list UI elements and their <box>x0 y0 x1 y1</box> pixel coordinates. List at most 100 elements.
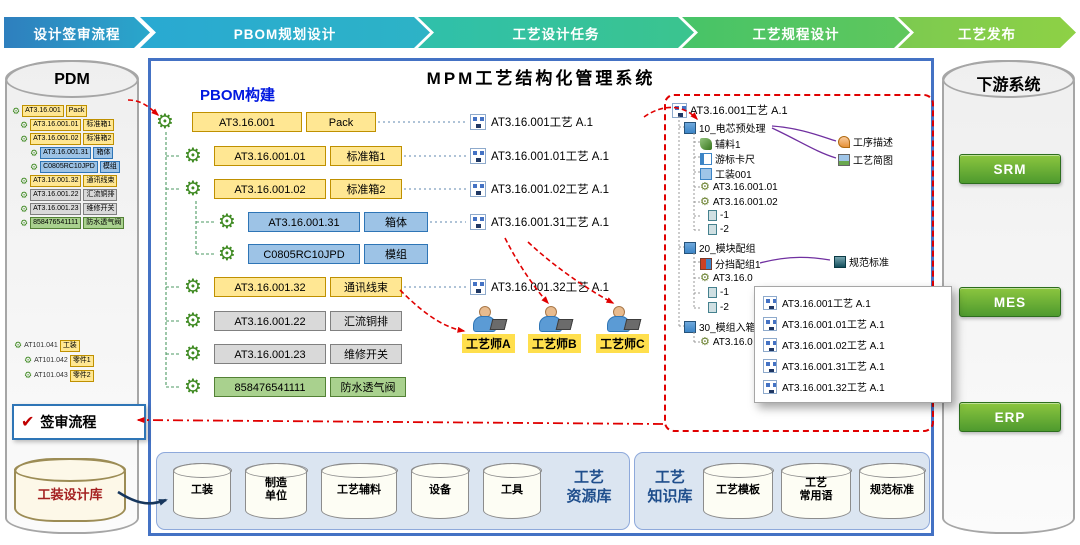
process-card: AT3.16.001.01工艺 A.1 <box>470 146 609 166</box>
bom-code-chip: AT3.16.001.01 <box>214 146 326 166</box>
downstream-cylinder: 下游系统 SRM MES ERP <box>942 60 1075 534</box>
gear-icon: ⚙ <box>20 191 28 200</box>
flow-step-process-design: 工艺规程设计 <box>682 17 910 48</box>
gear-icon: ⚙ <box>20 177 28 186</box>
gear-icon: ⚙ <box>218 244 236 264</box>
popup-item: AT3.16.001.02工艺 A.1 <box>763 334 943 355</box>
route-child-node: ⚙AT3.16.001.01 <box>700 181 778 193</box>
pdm-name-chip: 标准箱1 <box>83 119 114 131</box>
srm-system-button: SRM <box>959 154 1061 184</box>
pdm-tree-row: ⚙AT3.16.001Pack <box>12 104 138 118</box>
flow-step-label: PBOM规划设计 <box>234 23 337 43</box>
approval-check-icon: ✔ <box>21 412 34 432</box>
pdm-code-chip: AT3.16.001.31 <box>40 147 91 159</box>
engineer-icon <box>470 306 506 332</box>
op-sketch-annotation: 工艺简图 <box>838 152 893 167</box>
tooling-name-chip: 零件2 <box>70 370 94 382</box>
knowledge-library-label: 工艺 知识库 <box>643 469 697 507</box>
route-op-label: 10_电芯预处理 <box>699 120 766 135</box>
process-doc-icon <box>672 103 687 118</box>
process-card-label: AT3.16.001.31工艺 A.1 <box>491 214 609 230</box>
bom-name-chip: 通讯线束 <box>330 277 402 297</box>
flow-step-process-release: 工艺发布 <box>898 17 1076 48</box>
pdm-code-chip: AT3.16.001.23 <box>30 203 81 215</box>
tooling-code: AT101.042 <box>34 357 68 364</box>
process-card: AT3.16.001.32工艺 A.1 <box>470 277 609 297</box>
pdm-code-chip: AT3.16.001.02 <box>30 133 81 145</box>
annotation-label: 规范标准 <box>849 254 889 269</box>
operation-icon <box>684 242 696 254</box>
gear-icon: ⚙ <box>184 277 202 297</box>
pdm-tree-row: ⚙858476541111防水透气阀 <box>20 216 138 230</box>
pdm-tree-row: ⚙AT3.16.001.01标准箱1 <box>20 118 138 132</box>
pdm-tree-row: ⚙AT3.16.001.02标准箱2 <box>20 132 138 146</box>
bom-name-chip: 汇流铜排 <box>330 311 402 331</box>
gear-icon: ⚙ <box>24 371 32 380</box>
mes-system-button: MES <box>959 287 1061 317</box>
knowledge-cylinder: 工艺 常用语 <box>781 463 851 519</box>
process-doc-icon <box>470 114 486 130</box>
route-child-node: 辅料1 <box>700 136 741 151</box>
pdm-name-chip: 汇流铜排 <box>83 189 117 201</box>
pdm-name-chip: 箱体 <box>93 147 113 159</box>
process-doc-icon <box>763 380 777 394</box>
route-child-node: -2 <box>708 224 729 235</box>
route-child-node: ⚙AT3.16.001.02 <box>700 196 778 208</box>
bom-code-chip: AT3.16.001.02 <box>214 179 326 199</box>
knowledge-cylinder: 规范标准 <box>859 463 925 519</box>
gear-icon: ⚙ <box>30 163 38 172</box>
bom-code-chip: C0805RC10JPD <box>248 244 360 264</box>
engineer-icon <box>536 306 572 332</box>
route-child-label: -2 <box>720 302 729 313</box>
route-op-node: 20_模块配组 <box>684 240 756 255</box>
operation-icon <box>684 122 696 134</box>
bom-code-chip: AT3.16.001.22 <box>214 311 326 331</box>
bom-name-chip: 防水透气阀 <box>330 377 406 397</box>
caliper-icon <box>700 153 712 165</box>
gear-icon: ⚙ <box>700 336 710 348</box>
pdm-tree-row: ⚙AT3.16.001.32通讯线束 <box>20 174 138 188</box>
pdm-name-chip: 通讯线束 <box>83 175 117 187</box>
flow-step-pbom-plan: PBOM规划设计 <box>140 17 430 48</box>
gear-icon: ⚙ <box>14 341 22 350</box>
bom-name-chip: 维修开关 <box>330 344 402 364</box>
popup-item-label: AT3.16.001.02工艺 A.1 <box>782 337 885 352</box>
pdm-tooling-row: ⚙AT101.042零件1 <box>24 353 136 368</box>
op-description-annotation: 工序描述 <box>838 134 893 149</box>
route-child-label: 游标卡尺 <box>715 151 755 166</box>
pdm-tree-row: ⚙AT3.16.001.23维修开关 <box>20 202 138 216</box>
gear-icon: ⚙ <box>700 181 710 193</box>
process-list-popup: AT3.16.001工艺 A.1 AT3.16.001.01工艺 A.1 AT3… <box>754 286 952 403</box>
pdm-code-chip: AT3.16.001.32 <box>30 175 81 187</box>
route-root-label: AT3.16.001工艺 A.1 <box>690 102 788 118</box>
document-icon <box>708 287 717 298</box>
gear-icon: ⚙ <box>30 149 38 158</box>
resource-library-panel: 工装 制造 单位 工艺辅料 设备 工具 工艺 资源库 <box>156 452 630 530</box>
route-child-node: 工装001 <box>700 166 752 181</box>
route-child-node: -1 <box>708 210 729 221</box>
pdm-tooling-row: ⚙AT101.043零件2 <box>24 368 136 383</box>
route-child-label: AT3.16.0 <box>713 273 753 284</box>
popup-item: AT3.16.001.01工艺 A.1 <box>763 313 943 334</box>
bom-code-chip: AT3.16.001.32 <box>214 277 326 297</box>
cylinder-label: 工艺辅料 <box>322 464 396 497</box>
route-child-node: -1 <box>708 287 729 298</box>
resource-cylinder: 设备 <box>411 463 469 519</box>
tooling-design-library-label: 工装设计库 <box>16 460 124 503</box>
document-icon <box>708 210 717 221</box>
flow-step-process-task: 工艺设计任务 <box>418 17 694 48</box>
op-description-icon <box>838 136 850 148</box>
bom-name-chip: 箱体 <box>364 212 428 232</box>
document-icon <box>708 302 717 313</box>
pdm-tree-row: ⚙AT3.16.001.22汇流铜排 <box>20 188 138 202</box>
tooling-name-chip: 零件1 <box>70 355 94 367</box>
route-child-node: 游标卡尺 <box>700 151 755 166</box>
resource-cylinder: 工装 <box>173 463 231 519</box>
engineer-icon <box>604 306 640 332</box>
operation-icon <box>684 321 696 333</box>
process-doc-icon <box>470 279 486 295</box>
popup-item-label: AT3.16.001工艺 A.1 <box>782 295 871 310</box>
flow-step-label: 设计签审流程 <box>34 23 121 43</box>
cylinder-label: 工艺模板 <box>704 464 772 497</box>
